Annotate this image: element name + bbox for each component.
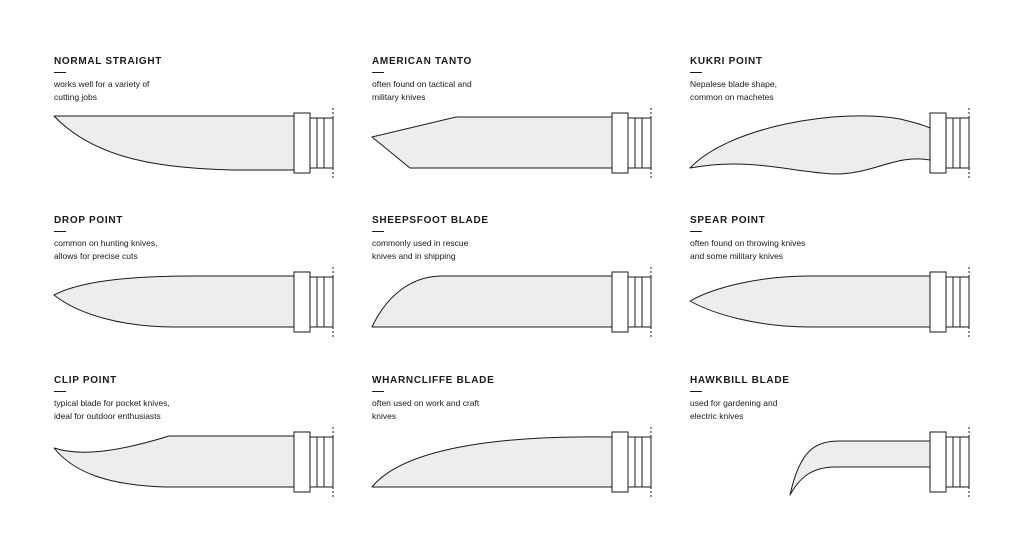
description-line: cutting jobs [54,92,97,102]
blade-card-normal-straight: NORMAL STRAIGHT works well for a variety… [53,56,354,206]
title-underline [372,391,384,392]
hawkbill-blade-knife-illustration [789,427,970,497]
blade-card-clip-point: CLIP POINT typical blade for pocket kniv… [53,375,354,525]
blade-card-sheepsfoot-blade: SHEEPSFOOT BLADE commonly used in rescue… [371,215,672,365]
title-underline [690,391,702,392]
blade-description: common on hunting knives, allows for pre… [54,237,224,263]
wharncliffe-blade-knife-illustration [371,427,652,497]
description-line: often found on tactical and [372,79,472,89]
description-line: often found on throwing knives [690,238,806,248]
description-line: knives [372,411,397,421]
blade-description: commonly used in rescue knives and in sh… [372,237,542,263]
description-line: ideal for outdoor enthusiasts [54,411,161,421]
blade-description: Nepalese blade shape, common on machetes [690,78,860,104]
description-line: military knives [372,92,426,102]
blade-title: KUKRI POINT [690,56,763,67]
blade-description: often found on tactical and military kni… [372,78,542,104]
blade-card-spear-point: SPEAR POINT often found on throwing kniv… [689,215,990,365]
blade-title: CLIP POINT [54,375,117,386]
spear-point-knife-illustration [689,267,970,337]
title-underline [372,72,384,73]
kukri-point-knife-illustration [689,108,970,178]
description-line: works well for a variety of [54,79,150,89]
description-line: knives and in shipping [372,251,456,261]
blade-title: AMERICAN TANTO [372,56,472,67]
description-line: typical blade for pocket knives, [54,398,170,408]
blade-description: typical blade for pocket knives, ideal f… [54,397,224,423]
blade-card-american-tanto: AMERICAN TANTO often found on tactical a… [371,56,672,206]
normal-straight-knife-illustration [53,108,334,178]
title-underline [54,391,66,392]
blade-card-wharncliffe-blade: WHARNCLIFFE BLADE often used on work and… [371,375,672,525]
blade-title: SHEEPSFOOT BLADE [372,215,489,226]
blade-description: often found on throwing knives and some … [690,237,860,263]
blade-title: NORMAL STRAIGHT [54,56,163,67]
blade-description: used for gardening and electric knives [690,397,860,423]
description-line: used for gardening and [690,398,778,408]
description-line: often used on work and craft [372,398,480,408]
title-underline [372,231,384,232]
title-underline [690,72,702,73]
description-line: commonly used in rescue [372,238,469,248]
title-underline [690,231,702,232]
blade-card-kukri-point: KUKRI POINT Nepalese blade shape, common… [689,56,990,206]
description-line: common on machetes [690,92,774,102]
blade-description: often used on work and craft knives [372,397,542,423]
description-line: electric knives [690,411,744,421]
drop-point-knife-illustration [53,267,334,337]
blade-card-hawkbill-blade: HAWKBILL BLADE used for gardening and el… [690,375,990,525]
american-tanto-knife-illustration [371,108,652,178]
blade-description: works well for a variety of cutting jobs [54,78,224,104]
title-underline [54,72,66,73]
blade-title: SPEAR POINT [690,215,766,226]
blade-title: WHARNCLIFFE BLADE [372,375,495,386]
blade-title: DROP POINT [54,215,124,226]
description-line: Nepalese blade shape, [690,79,777,89]
description-line: common on hunting knives, [54,238,158,248]
blade-card-drop-point: DROP POINT common on hunting knives, all… [53,215,354,365]
clip-point-knife-illustration [53,427,334,497]
title-underline [54,231,66,232]
description-line: and some military knives [690,251,784,261]
blade-title: HAWKBILL BLADE [690,375,790,386]
sheepsfoot-blade-knife-illustration [371,267,652,337]
description-line: allows for precise cuts [54,251,138,261]
